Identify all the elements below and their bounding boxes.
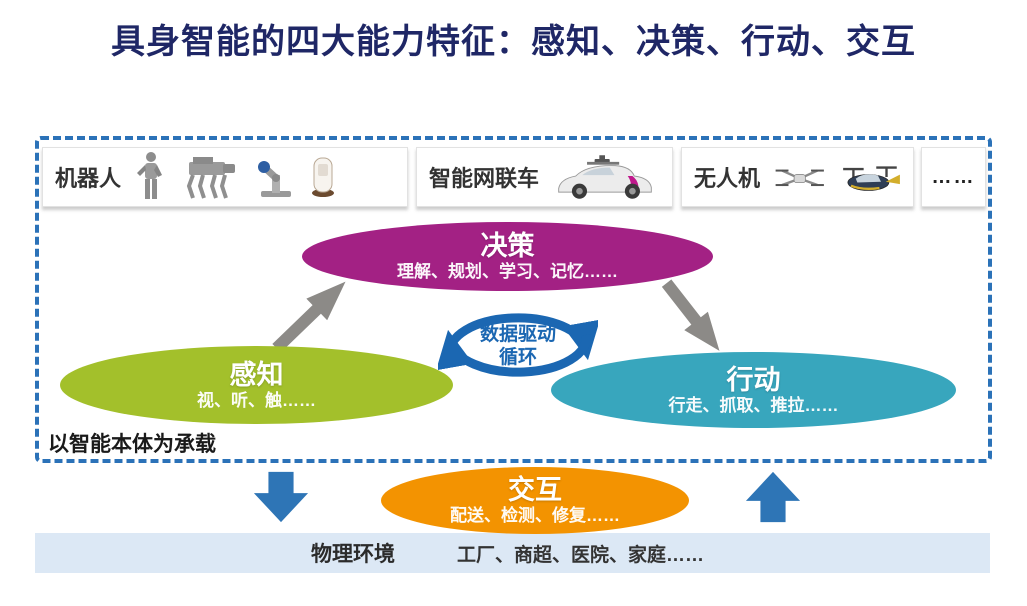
interaction-label: 交互 [508, 475, 562, 506]
up-right-arrow-icon [272, 281, 346, 353]
service-robot-image [312, 157, 335, 197]
robot-arm-image [258, 161, 292, 197]
carrier-box-more: …… [921, 147, 986, 207]
embodied-agents-panel [35, 136, 992, 463]
quadruped-robot-image [186, 157, 236, 199]
carrier-caption: 以智能本体为承载 [48, 433, 216, 456]
capability-decision: 决策 理解、规划、学习、记忆…… [302, 222, 713, 291]
perception-sub: 视、听、触…… [197, 390, 316, 410]
cycle-arrows-icon [438, 313, 598, 377]
capability-perception: 感知 视、听、触…… [60, 346, 453, 424]
capability-interaction: 交互 配送、检测、修复…… [381, 467, 689, 534]
action-label: 行动 [726, 364, 781, 395]
decision-label: 决策 [480, 231, 535, 262]
carrier-box-robot: 机器人 [42, 147, 408, 207]
perception-label: 感知 [229, 359, 284, 390]
evtol-aircraft-image [842, 166, 900, 191]
decision-sub: 理解、规划、学习、记忆…… [397, 262, 618, 282]
cycle-caption-line1: 数据驱动 [479, 324, 556, 346]
cycle-caption-line2: 循环 [498, 347, 537, 368]
humanoid-robot-image [137, 152, 163, 199]
carrier-label-more: …… [931, 165, 976, 188]
carrier-label-drone: 无人机 [694, 166, 761, 191]
up-arrow-icon [745, 471, 801, 523]
carrier-box-vehicle: 智能网联车 [416, 147, 673, 207]
carrier-box-drone: 无人机 [681, 147, 914, 207]
environment-label: 物理环境 [311, 543, 395, 566]
cycle-caption: 数据驱动 循环 [438, 303, 598, 391]
quadcopter-drone-image [775, 169, 824, 187]
carrier-label-vehicle: 智能网联车 [429, 166, 540, 191]
action-sub: 行走、抓取、推拉…… [668, 395, 839, 415]
carrier-label-robot: 机器人 [55, 166, 122, 191]
page-title: 具身智能的四大能力特征：感知、决策、行动、交互 [111, 23, 916, 61]
interaction-sub: 配送、检测、修复…… [450, 506, 620, 526]
environment-items: 工厂、商超、医院、家庭…… [457, 544, 705, 566]
down-arrow-icon [253, 471, 309, 523]
environment-bar: 物理环境 工厂、商超、医院、家庭…… [35, 533, 990, 573]
capability-action: 行动 行走、抓取、推拉…… [551, 352, 956, 428]
autonomous-car-image [558, 155, 652, 199]
down-right-arrow-icon [661, 279, 720, 351]
